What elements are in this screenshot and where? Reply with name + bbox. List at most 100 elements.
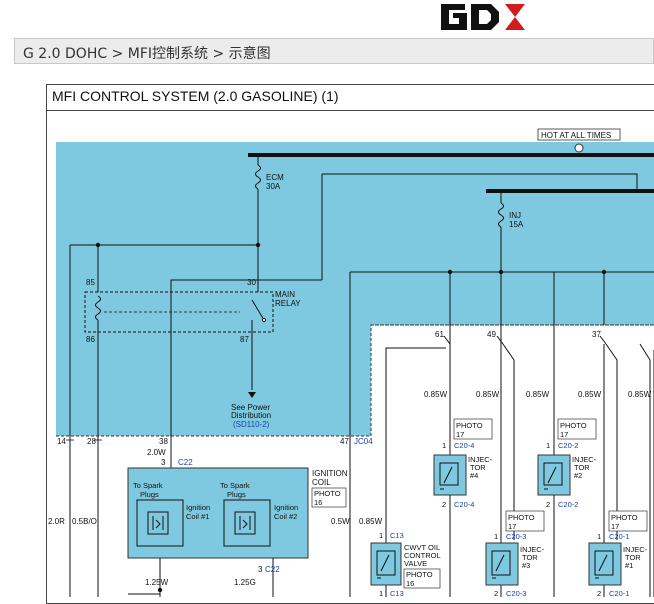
inj3-photo: PHOTO (508, 513, 535, 522)
inj3-pin1: 1 (494, 532, 498, 541)
pin-49: 49 (487, 330, 496, 339)
inj2-conn-b: C20-2 (558, 500, 578, 509)
conn-14: 14 (57, 437, 66, 446)
coil2-label-a: Ignition (274, 503, 298, 512)
injector1-icon (588, 542, 622, 586)
c22-pin-3: 3 (161, 458, 166, 467)
conn-28: 28 (87, 437, 96, 446)
ecm-fuse-icon (255, 164, 261, 190)
breadcrumb-text: G 2.0 DOHC > MFI控制系统 > 示意图 (23, 46, 271, 62)
inj2-conn: C20-2 (558, 441, 578, 450)
coil1-label-b: Coil #1 (186, 512, 209, 521)
photo16-label: PHOTO (314, 489, 341, 498)
cwvt-pin1: 1 (379, 531, 383, 540)
wire-085w-e: 0.85W (628, 390, 652, 399)
diagram-title: MFI CONTROL SYSTEM (2.0 GASOLINE) (1) (52, 88, 339, 104)
injector3-icon (485, 542, 519, 586)
inj4-conn: C20-4 (454, 441, 474, 450)
inj1-pin1: 1 (597, 532, 601, 541)
cwvt-photo: PHOTO (406, 570, 433, 579)
relay-pin-30: 30 (247, 278, 256, 287)
gds-logo (441, 4, 525, 30)
wire-1-25w: 1.25W (145, 578, 169, 587)
cwvt-label3: VALVE (404, 559, 427, 568)
inj3-conn: C20-3 (506, 532, 526, 541)
title-divider (46, 110, 654, 111)
spark-plugs-2a: To Spark (220, 481, 250, 490)
inj3-label2: TOR (522, 553, 538, 562)
inj4-pin1: 1 (442, 441, 446, 450)
hot-label-box (537, 128, 621, 141)
ecm-fuse-amp: 30A (266, 182, 281, 191)
inj1-conn: C20-1 (609, 532, 629, 541)
coil2-icon (223, 499, 271, 547)
relay-label-main: MAIN (275, 290, 295, 299)
ecm-shaded-area (56, 142, 654, 436)
wire-1-25g: 1.25G (234, 578, 256, 587)
c22-top-label: C22 (178, 458, 193, 467)
see-power-line2: Distribution (231, 411, 271, 420)
inj4-label2: TOR (470, 463, 486, 472)
see-power-line1: See Power (231, 403, 270, 412)
conn-47: 47 (340, 437, 349, 446)
relay-pin-85: 85 (86, 278, 95, 287)
main-relay-box (84, 291, 274, 333)
inj3-conn-b: C20-3 (506, 589, 526, 597)
coil2-label-b: Coil #2 (274, 512, 297, 521)
cwvt-label1: CWVT OIL (404, 543, 440, 552)
see-power-ref: (SD110-2) (233, 420, 270, 429)
conn-jc04: JC04 (354, 437, 373, 446)
inj1-photo-num: 17 (611, 522, 619, 531)
conn-38: 38 (159, 437, 168, 446)
power-arrow-icon (248, 392, 256, 398)
inj2-label3: #2 (574, 471, 582, 480)
c22-bot-pin: 3 (258, 565, 263, 574)
cwvt-label2: CONTROL (404, 551, 441, 560)
inj3-label3: #3 (522, 561, 530, 570)
inj4-pin2: 2 (442, 500, 446, 509)
wire-085w-f: 0.85W (359, 517, 383, 526)
coil1-icon (136, 499, 184, 547)
spark-plugs-1b: Plugs (140, 490, 159, 499)
injector2-icon (537, 454, 571, 496)
top-bar (0, 0, 654, 38)
ignition-coil-block (127, 467, 309, 559)
inj3-pin2: 2 (494, 589, 498, 597)
pin-37: 37 (592, 330, 601, 339)
inj2-photo: PHOTO (560, 421, 587, 430)
coil1-label-a: Ignition (186, 503, 210, 512)
wire-0-5bo: 0.5B/O (72, 517, 97, 526)
relay-label-relay: RELAY (275, 299, 301, 308)
cwvt-photo-num: 16 (406, 579, 414, 588)
wire-085w-a: 0.85W (424, 390, 448, 399)
wire-085w-d: 0.85W (578, 390, 602, 399)
inj1-photo: PHOTO (611, 513, 638, 522)
wire-0-5w: 0.5W (331, 517, 350, 526)
cwvt-valve-icon (370, 542, 402, 586)
inj1-pin2: 2 (597, 589, 601, 597)
ignition-coil-label1: IGNITION (312, 469, 348, 478)
c22-bot-label: C22 (265, 565, 280, 574)
ignition-coil-label2: COIL (312, 478, 331, 487)
spark-plugs-2b: Plugs (227, 490, 246, 499)
inj-fuse-icon (498, 202, 504, 228)
inj1-label2: TOR (625, 553, 641, 562)
inj4-photo-num: 17 (456, 430, 464, 439)
relay-switch-icon (251, 299, 265, 321)
breadcrumb: G 2.0 DOHC > MFI控制系统 > 示意图 (14, 38, 654, 64)
inj3-photo-num: 17 (508, 522, 516, 531)
wire-2-0r: 2.0R (48, 517, 65, 526)
pin-61: 61 (435, 330, 444, 339)
inj2-pin1: 1 (546, 441, 550, 450)
ecm-fuse-label: ECM (266, 173, 284, 182)
hot-junction (574, 143, 584, 153)
inj4-label3: #4 (470, 471, 478, 480)
inj4-conn-b: C20-4 (454, 500, 474, 509)
cwvt-pin1-bot: 1 (379, 589, 383, 597)
inj3-label1: INJEC- (520, 545, 545, 554)
injector4-icon (433, 454, 467, 496)
inj1-conn-b: C20-1 (609, 589, 629, 597)
inj1-label1: INJEC- (623, 545, 648, 554)
spark-plugs-1a: To Spark (133, 481, 163, 490)
